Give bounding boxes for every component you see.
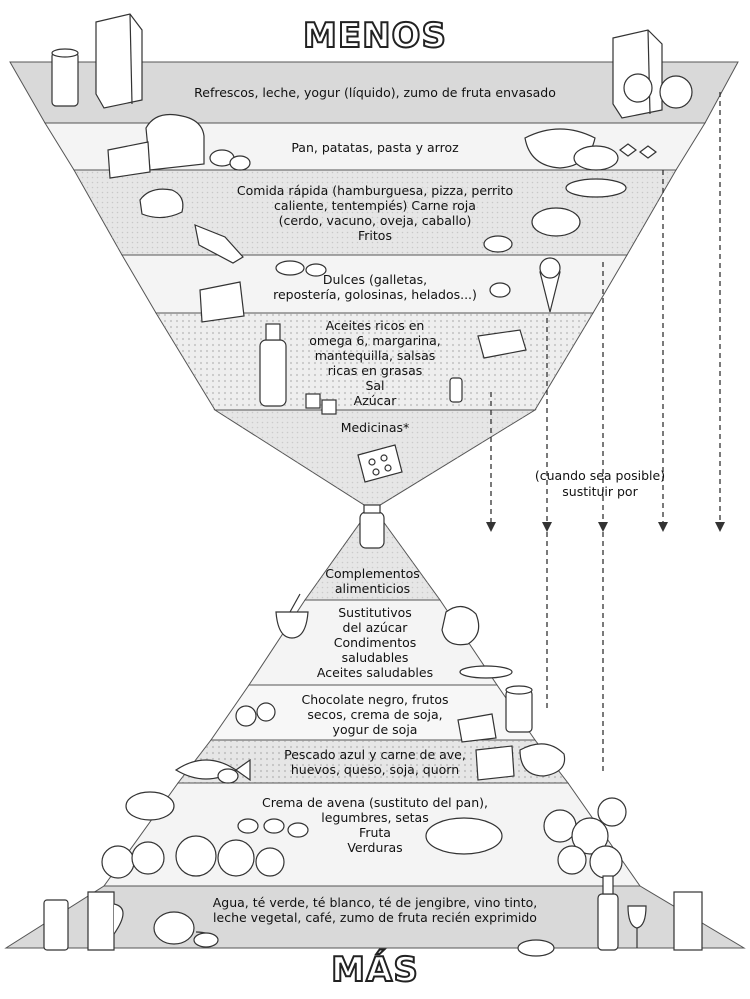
supplement-bottle-icon xyxy=(359,504,385,549)
substitution-arrows xyxy=(490,92,721,772)
fish-icon xyxy=(174,743,566,784)
pills-icon xyxy=(357,444,403,483)
level-label-pescado: Pescado azul y carne de ave, huevos, que… xyxy=(284,747,466,777)
level-label-avena: Crema de avena (sustituto del pan), legu… xyxy=(262,795,488,855)
level-label-sustitutivos: Sustitutivos del azúcar Condimentos salu… xyxy=(316,605,434,680)
fruit-icon xyxy=(425,797,627,879)
food-illustrations xyxy=(43,13,703,957)
level-label-comida-rapida: Comida rápida (hamburguesa, pizza, perri… xyxy=(236,183,514,243)
soda-can-icon xyxy=(51,48,79,107)
mortar-icon xyxy=(275,593,513,679)
drinks-icon xyxy=(43,875,703,957)
level-label-dulces: Dulces (galletas, repostería, golosinas,… xyxy=(273,272,477,302)
vegetables-icon xyxy=(101,791,309,879)
rice-bowl-icon xyxy=(524,128,657,171)
title-mas: MÁS xyxy=(330,949,419,991)
milk-carton-icon xyxy=(95,13,143,109)
level-label-chocolate: Chocolate negro, frutos secos, crema de … xyxy=(301,692,449,737)
level-label-agua: Agua, té verde, té blanco, té de jengibr… xyxy=(212,895,538,925)
title-menos: MENOS xyxy=(302,15,447,57)
fast-food-icon xyxy=(139,178,627,264)
juice-carton-icon xyxy=(612,29,693,119)
arrow-heads xyxy=(486,522,725,532)
nuts-icon xyxy=(235,685,533,743)
level-label-pan: Pan, patatas, pasta y arroz xyxy=(291,140,459,155)
sweets-icon xyxy=(199,257,561,323)
level-label-refrescos: Refrescos, leche, yogur (líquido), zumo … xyxy=(194,85,556,100)
substitute-note: (cuando sea posible) sustituir por xyxy=(534,468,666,499)
level-label-aceites: Aceites ricos en omega 6, margarina, man… xyxy=(309,318,441,408)
bread-icon xyxy=(107,113,251,179)
level-label-medicinas: Medicinas* xyxy=(340,420,410,435)
oil-bottle-icon xyxy=(259,323,527,415)
level-label-complementos: Complementos alimenticios xyxy=(325,566,420,596)
